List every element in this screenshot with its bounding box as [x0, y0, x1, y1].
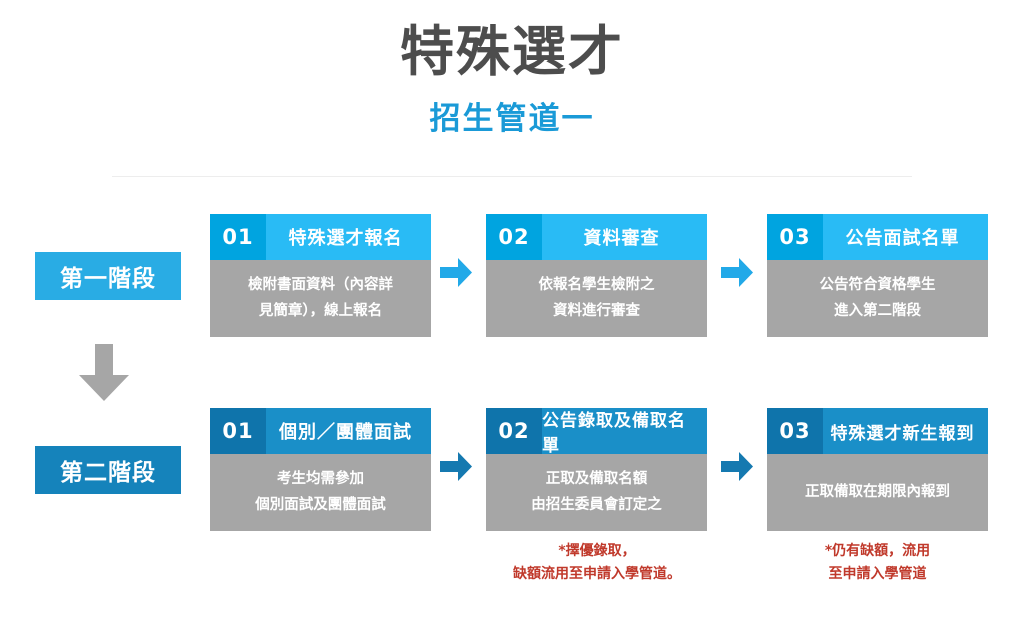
stage-label-2: 第二階段 — [35, 446, 181, 494]
flow-body-r1c3: 公告符合資格學生 進入第二階段 — [767, 260, 988, 337]
flow-number-r2c2: 02 — [486, 408, 542, 454]
flow-number-r1c1: 01 — [210, 214, 266, 260]
flow-box-r2c1: 01 個別／團體面試 考生均需參加 個別面試及團體面試 — [210, 408, 431, 531]
flow-body-r2c2: 正取及備取名額 由招生委員會訂定之 — [486, 454, 707, 531]
flow-box-r1c2: 02 資料審查 依報名學生檢附之 資料進行審查 — [486, 214, 707, 337]
stage-down-arrow-icon — [78, 344, 130, 402]
flow-body-r1c1: 檢附書面資料（內容詳 見簡章），線上報名 — [210, 260, 431, 337]
flow-title-r1c2: 資料審查 — [542, 214, 707, 260]
flow-box-r1c1: 01 特殊選才報名 檢附書面資料（內容詳 見簡章），線上報名 — [210, 214, 431, 337]
footnote-2: *仍有缺額，流用 至申請入學管道 — [824, 543, 931, 583]
page-subtitle: 招生管道一 — [429, 101, 595, 137]
flow-header-r2c2: 02 公告錄取及備取名單 — [486, 408, 707, 456]
flow-title-r1c3: 公告面試名單 — [823, 214, 988, 260]
flow-header-r1c1: 01 特殊選才報名 — [210, 214, 431, 260]
page-title: 特殊選才 — [400, 20, 624, 83]
flow-header-r2c3: 03 特殊選才新生報到 — [767, 408, 988, 454]
flow-header-r1c2: 02 資料審查 — [486, 214, 707, 260]
flow-number-r2c1: 01 — [210, 408, 266, 454]
flow-number-r2c3: 03 — [767, 408, 823, 454]
right-arrow-icon-r1c1 — [440, 258, 473, 288]
flow-number-r1c2: 02 — [486, 214, 542, 260]
flow-header-r1c3: 03 公告面試名單 — [767, 214, 988, 260]
flow-box-r2c2: 02 公告錄取及備取名單 正取及備取名額 由招生委員會訂定之 — [486, 408, 707, 531]
flow-title-r2c2: 公告錄取及備取名單 — [542, 408, 707, 456]
header-divider — [112, 176, 912, 177]
right-arrow-icon-r1c2 — [721, 258, 754, 288]
flow-title-r2c3: 特殊選才新生報到 — [823, 408, 988, 454]
flow-body-r2c3: 正取備取在期限內報到 — [767, 454, 988, 531]
footnote-1: *擇優錄取， 缺額流用至申請入學管道。 — [513, 543, 681, 583]
flow-body-r2c1: 考生均需參加 個別面試及團體面試 — [210, 454, 431, 531]
flow-number-r1c3: 03 — [767, 214, 823, 260]
flow-header-r2c1: 01 個別／團體面試 — [210, 408, 431, 454]
flow-title-r1c1: 特殊選才報名 — [266, 214, 431, 260]
flow-box-r2c3: 03 特殊選才新生報到 正取備取在期限內報到 — [767, 408, 988, 531]
flow-body-r1c2: 依報名學生檢附之 資料進行審查 — [486, 260, 707, 337]
right-arrow-icon-r2c1 — [440, 452, 473, 482]
stage-label-1: 第一階段 — [35, 252, 181, 300]
flow-title-r2c1: 個別／團體面試 — [266, 408, 431, 454]
right-arrow-icon-r2c2 — [721, 452, 754, 482]
flow-box-r1c3: 03 公告面試名單 公告符合資格學生 進入第二階段 — [767, 214, 988, 337]
